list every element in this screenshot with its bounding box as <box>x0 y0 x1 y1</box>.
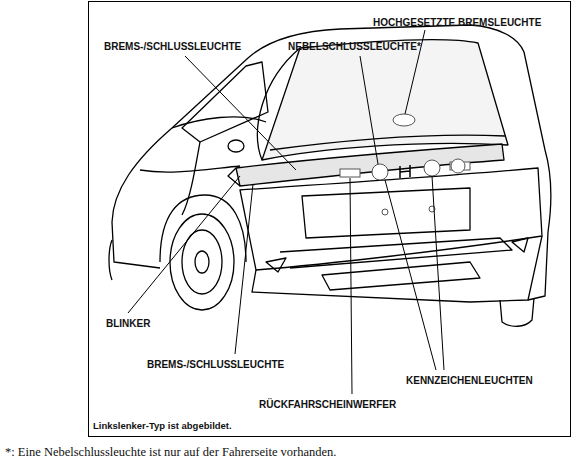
part-label: NEBELSCHLUSSLEUCHTE* <box>287 41 422 53</box>
note-text: Linkslenker-Typ ist abgebildet. <box>92 420 233 432</box>
car-body <box>109 25 551 326</box>
reverse-light <box>340 169 360 177</box>
lamp <box>451 159 465 173</box>
part-label: RÜCKFAHRSCHEINWERFER <box>258 399 397 411</box>
leader-line <box>185 56 296 170</box>
fog-light <box>372 164 388 180</box>
leader-line <box>128 176 240 313</box>
lamp <box>424 160 440 176</box>
leader-lines <box>128 30 444 394</box>
part-label: HOCHGESETZTE BREMSLEUCHTE <box>372 17 542 29</box>
footnote: *: Eine Nebelschlussleuchte ist nur auf … <box>4 445 338 460</box>
lamp-group <box>340 114 470 215</box>
part-label: KENNZEICHENLEUCHTEN <box>405 375 534 387</box>
part-label: BLINKER <box>105 318 151 330</box>
plate-light <box>382 209 388 215</box>
leader-line <box>350 178 352 394</box>
frame <box>89 2 571 437</box>
part-label: BREMS-/SCHLUSSLEUCHTE <box>103 41 242 53</box>
logo <box>400 165 410 178</box>
high-brake-light <box>393 114 415 126</box>
leader-line <box>235 184 253 354</box>
leader-line <box>360 56 378 164</box>
leader-line <box>432 176 444 370</box>
leader-line <box>385 180 436 370</box>
part-label: BREMS-/SCHLUSSLEUCHTE <box>146 359 285 371</box>
